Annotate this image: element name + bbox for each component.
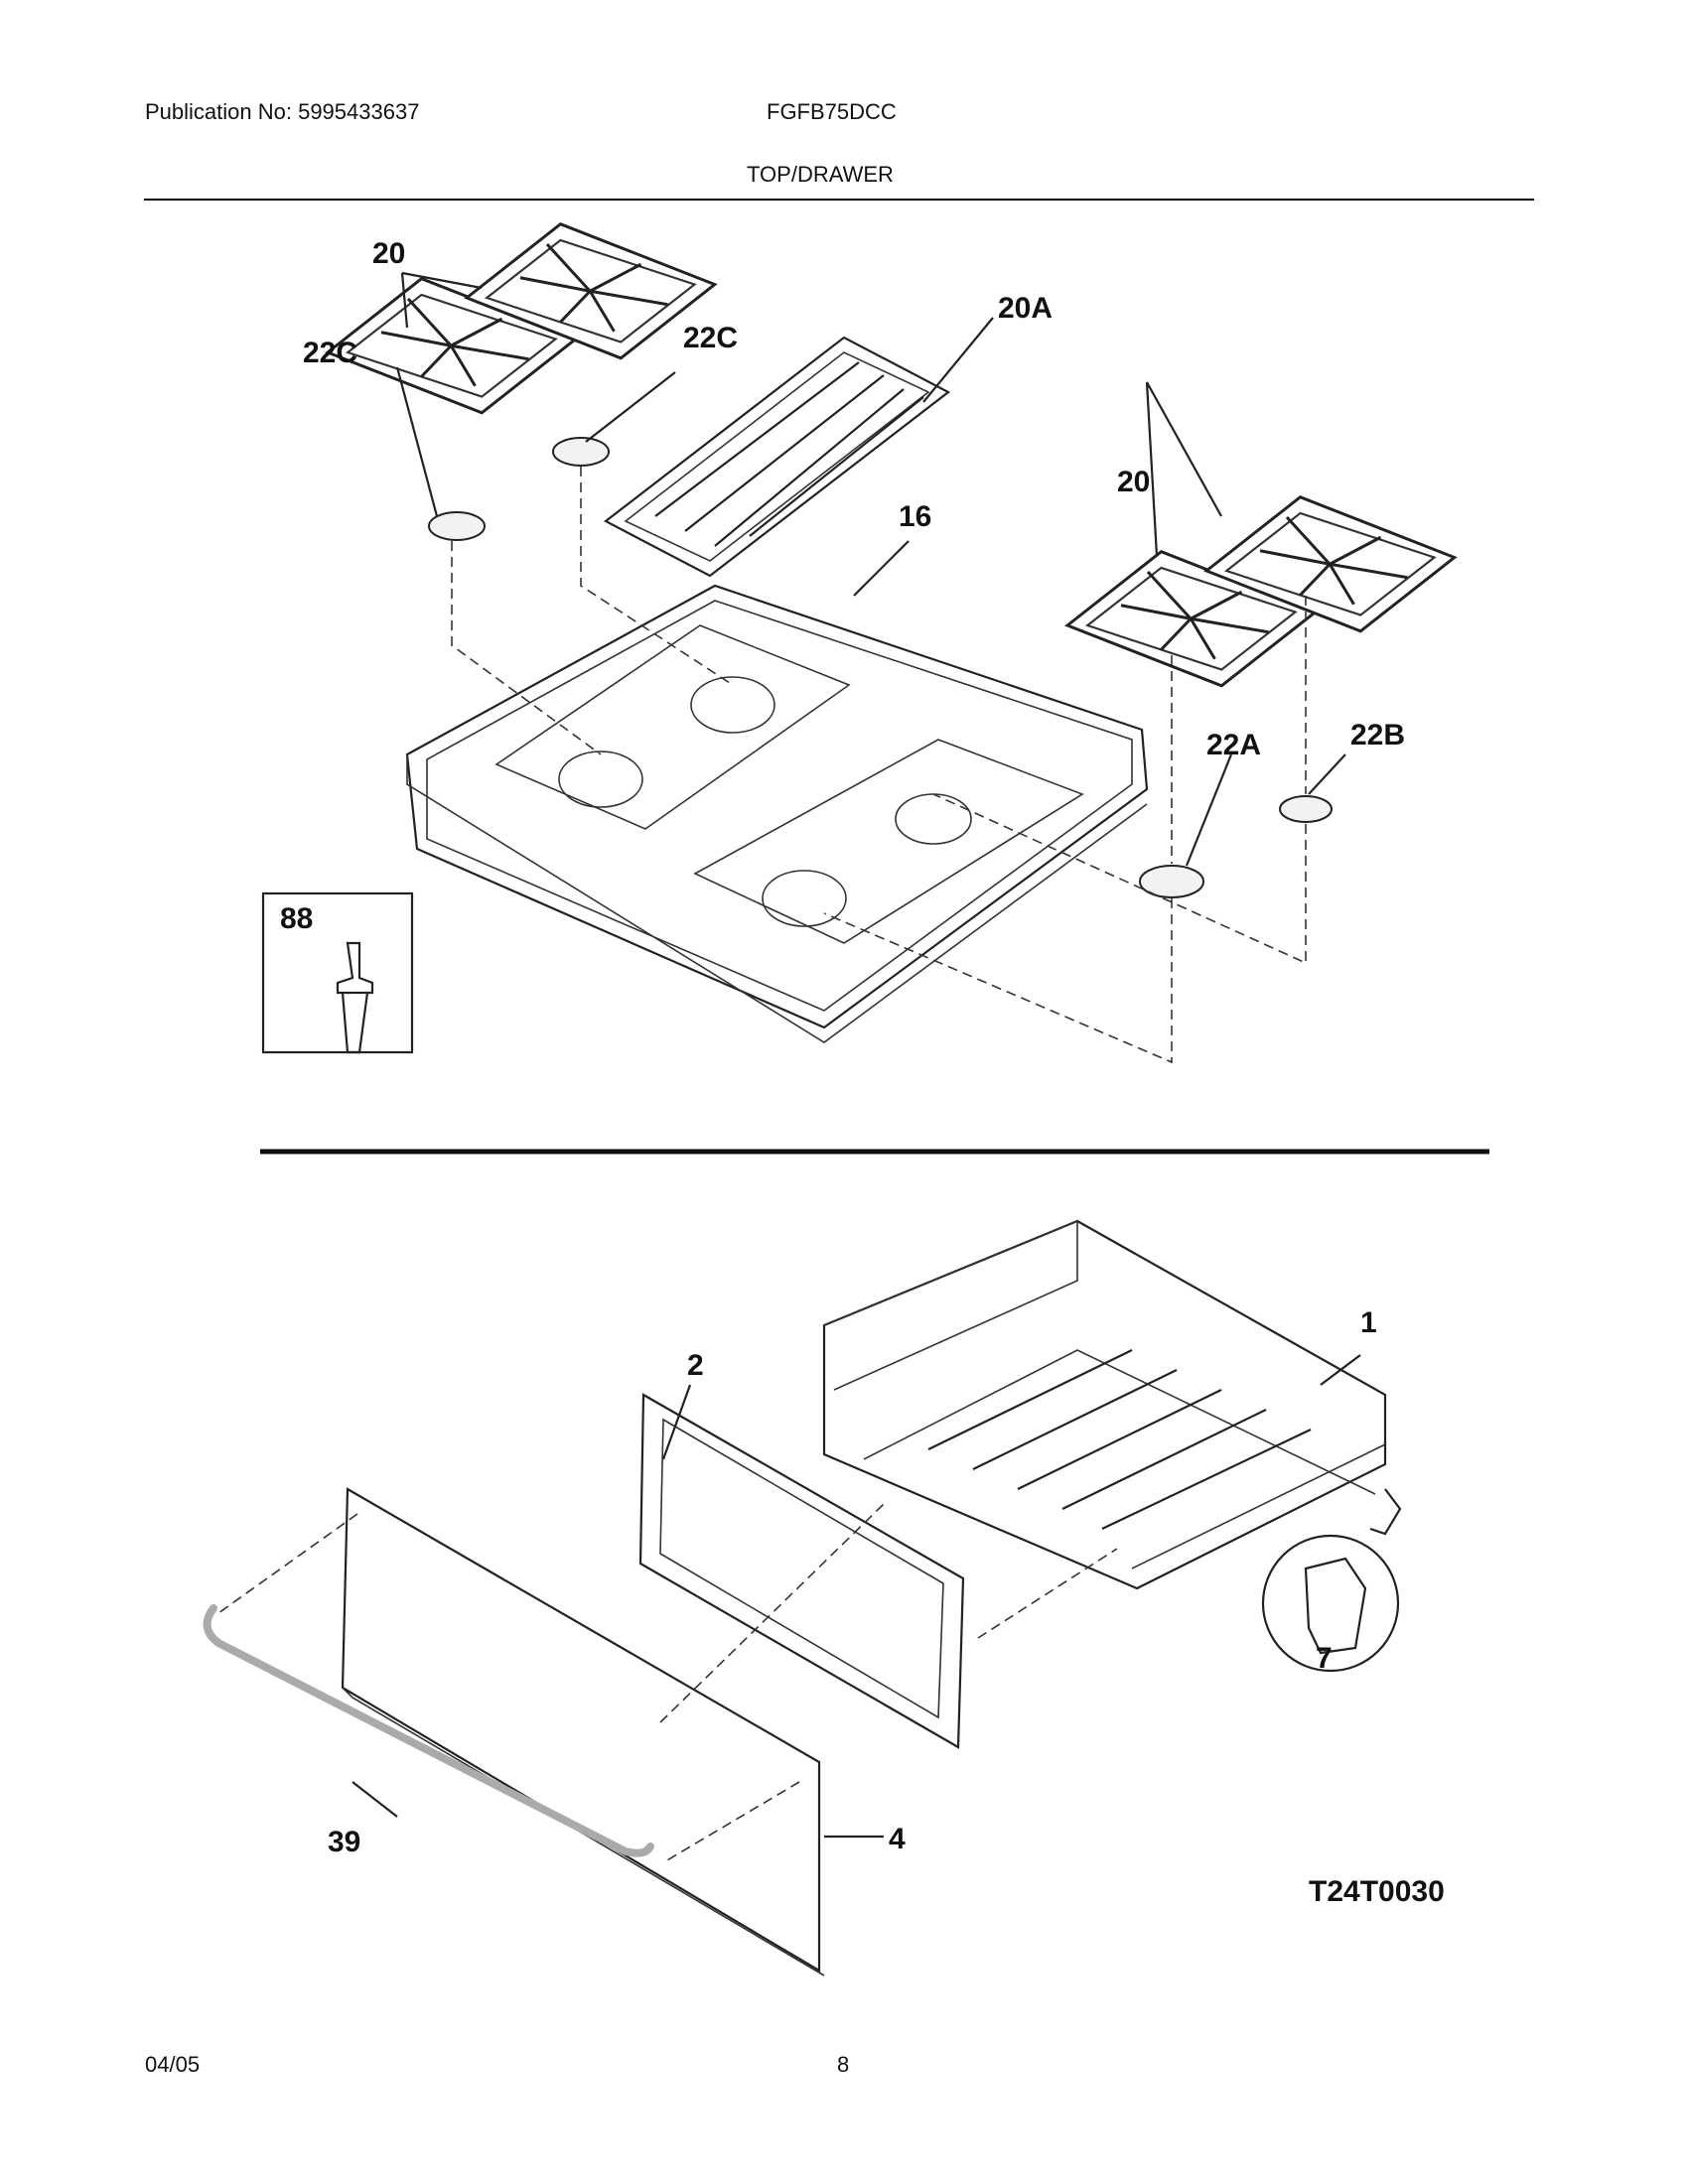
callout-1: 1	[1360, 1306, 1377, 1339]
callout-88: 88	[280, 902, 313, 935]
callout-22c-top: 22C	[683, 322, 738, 354]
footer-date: 04/05	[145, 2052, 201, 2077]
cooktop	[405, 584, 1149, 1043]
callout-20-left: 20	[372, 237, 405, 270]
callout-7: 7	[1316, 1642, 1333, 1675]
callout-20-right: 20	[1117, 466, 1150, 498]
drawer-front	[341, 1487, 825, 1977]
dashed-guides-bottom	[217, 1503, 1118, 1862]
leader-lines-bottom	[352, 1354, 1361, 1839]
leader-lines-top	[395, 271, 1346, 867]
callout-20a: 20A	[998, 292, 1053, 325]
callout-22a: 22A	[1206, 729, 1261, 761]
roller-detail	[1261, 1488, 1402, 1673]
drawer-frame	[638, 1393, 965, 1749]
drawer-body	[822, 1219, 1387, 1590]
drawer-handle	[203, 1604, 654, 1857]
screw-inset-box	[261, 891, 414, 1054]
section-title: TOP/DRAWER	[747, 162, 894, 187]
diagram-code: T24T0030	[1309, 1875, 1445, 1908]
right-grates	[1065, 495, 1457, 688]
callout-22b: 22B	[1350, 719, 1405, 751]
center-grate	[603, 336, 951, 578]
publication-number: Publication No: 5995433637	[145, 99, 420, 124]
dashed-guides-top	[451, 467, 1307, 1064]
callout-22c-left: 22C	[303, 337, 357, 369]
footer-page-number: 8	[837, 2052, 850, 2077]
callout-39: 39	[328, 1826, 360, 1858]
burner-caps	[428, 437, 1333, 898]
header-rule	[144, 199, 1534, 201]
callout-16: 16	[899, 500, 931, 533]
callout-4: 4	[889, 1823, 906, 1855]
model-number: FGFB75DCC	[767, 99, 897, 124]
callout-2: 2	[687, 1349, 704, 1382]
